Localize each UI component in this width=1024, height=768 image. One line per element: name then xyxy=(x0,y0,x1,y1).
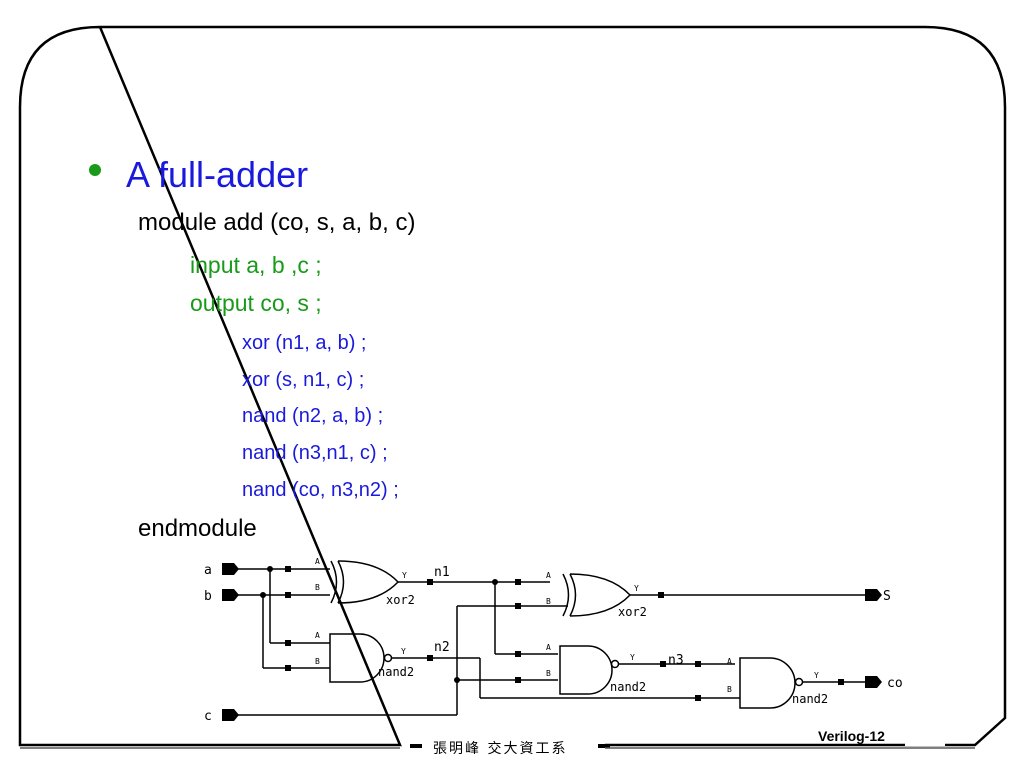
port-label-b: b xyxy=(204,589,212,604)
gate-label-xor1: xor2 xyxy=(386,593,415,607)
gate-label-nand1: nand2 xyxy=(378,665,414,679)
pin-label: B xyxy=(546,669,551,678)
pin-label: Y xyxy=(630,653,635,662)
pin-label: A xyxy=(546,643,551,652)
gate-label-nand2: nand2 xyxy=(610,680,646,694)
label-mask xyxy=(905,730,945,746)
port-label-a: a xyxy=(204,563,212,578)
net-label-n1: n1 xyxy=(434,565,450,580)
slide-heading: A full-adder xyxy=(126,154,309,195)
pin-label: Y xyxy=(402,571,407,580)
port-label-c: c xyxy=(204,709,212,724)
code-module-line: module add (co, s, a, b, c) xyxy=(138,209,416,236)
code-gate-line: nand (n3,n1, c) ; xyxy=(242,442,388,464)
code-gate-line: nand (n2, a, b) ; xyxy=(242,405,384,427)
footer-author: 張明峰 交大資工系 xyxy=(433,741,568,757)
code-gate-line: xor (s, n1, c) ; xyxy=(242,369,365,391)
pin-label: Y xyxy=(814,671,819,680)
code-endmodule-line: endmodule xyxy=(138,515,257,541)
pin-label: A xyxy=(546,571,551,580)
code-gate-line: xor (n1, a, b) ; xyxy=(242,332,367,354)
pin-label: Y xyxy=(634,584,639,593)
gate-label-nand3: nand2 xyxy=(792,692,828,706)
port-label-s: S xyxy=(883,589,891,604)
slide-number-label: Verilog-12 xyxy=(818,731,885,744)
full-adder-schematic: a b c S co A B Y A B Y A B Y A B Y A B Y… xyxy=(204,557,903,724)
pin-label: B xyxy=(727,685,732,694)
pin-label: B xyxy=(315,583,320,592)
pin-label: B xyxy=(546,597,551,606)
pin-label: A xyxy=(315,557,320,566)
code-gate-line: nand (co, n3,n2) ; xyxy=(242,479,399,501)
pin-label: Y xyxy=(401,647,406,656)
net-label-n3: n3 xyxy=(668,653,684,668)
bullet-dot xyxy=(89,164,101,176)
pin-label: A xyxy=(727,657,732,666)
pin-label: B xyxy=(315,657,320,666)
net-label-n2: n2 xyxy=(434,640,450,655)
gate-label-xor2: xor2 xyxy=(618,605,647,619)
port-label-co: co xyxy=(887,676,903,691)
pin-label: A xyxy=(315,631,320,640)
code-input-line: input a, b ,c ; xyxy=(190,252,322,278)
code-output-line: output co, s ; xyxy=(190,290,322,316)
